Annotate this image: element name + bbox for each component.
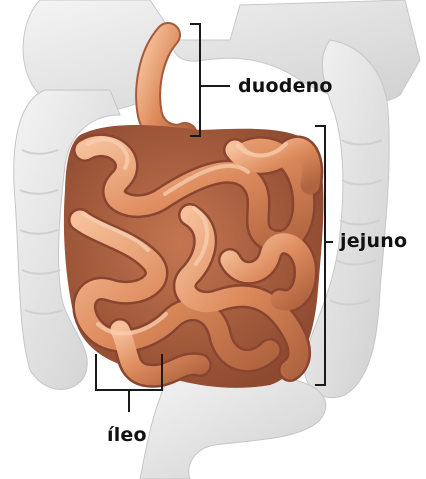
label-jejuno: jejuno — [340, 232, 407, 251]
small-intestine-mass — [64, 125, 324, 388]
label-ileo: íleo — [107, 426, 147, 445]
label-duodeno: duodeno — [238, 77, 333, 96]
